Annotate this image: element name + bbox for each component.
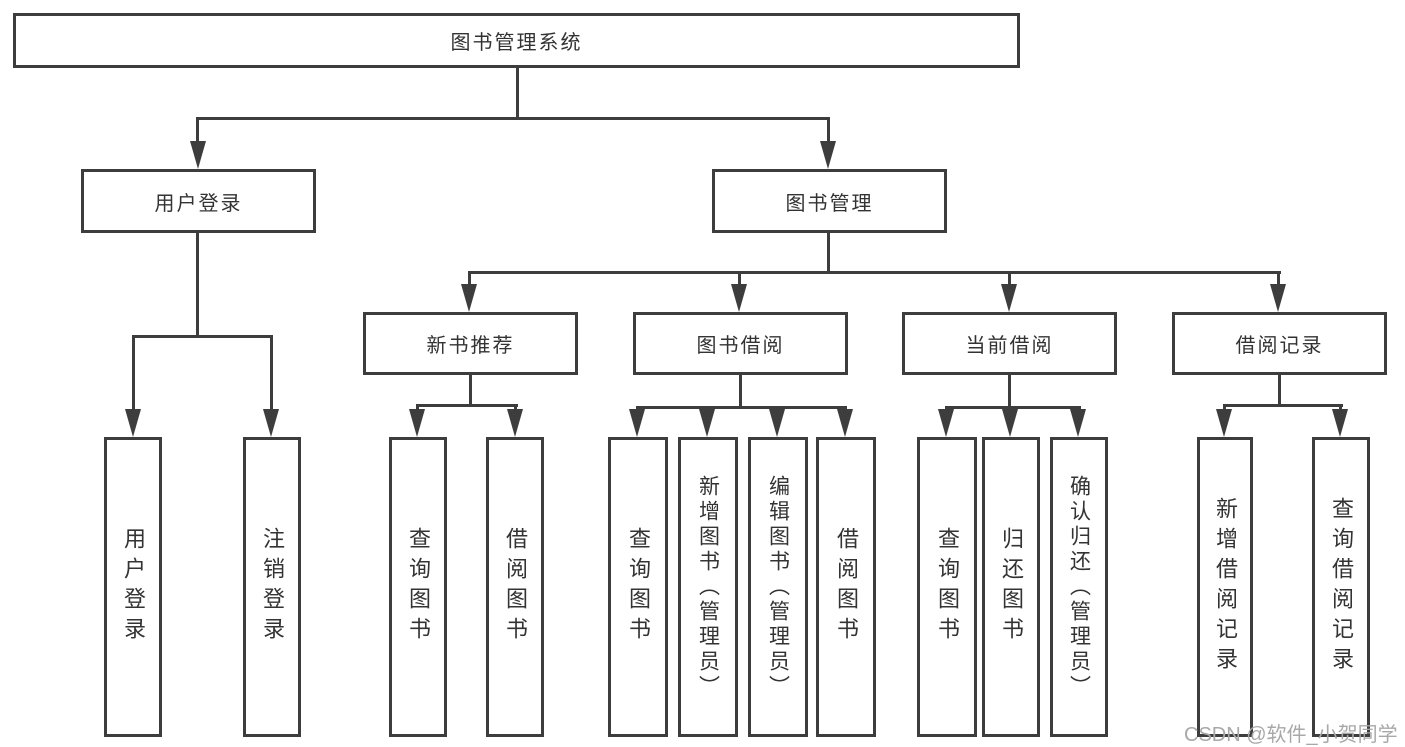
leaf-logout: 注销登录 [243, 437, 301, 737]
leaf-borrow-books-recommend: 借阅图书 [486, 437, 544, 737]
connector-line [1008, 271, 1011, 287]
connector-line [270, 335, 273, 411]
connector-line [132, 335, 273, 338]
connector-line [739, 375, 742, 406]
leaf-query-books-recommend: 查询图书 [389, 437, 447, 737]
connector-line [1008, 375, 1011, 406]
leaf-query-borrow-record: 查询借阅记录 [1312, 437, 1370, 737]
connector-line [416, 404, 518, 407]
connector-line [196, 117, 199, 145]
arrow-down-icon [1332, 409, 1348, 437]
connector-line [468, 271, 1281, 274]
arrow-down-icon [1216, 409, 1232, 437]
connector-line [1278, 375, 1281, 404]
connector-line [132, 335, 135, 411]
arrow-down-icon [837, 409, 853, 437]
connector-line [827, 117, 830, 145]
leaf-user-login: 用户登录 [104, 437, 162, 737]
arrow-down-icon [769, 409, 785, 437]
arrow-down-icon [731, 284, 747, 312]
connector-line [1223, 404, 1343, 407]
connector-line [1277, 271, 1280, 287]
node-book-management: 图书管理 [712, 169, 947, 233]
node-book-borrowing: 图书借阅 [633, 312, 848, 375]
leaf-query-books-current: 查询图书 [917, 437, 977, 737]
leaf-borrow-books-borrowing: 借阅图书 [816, 437, 876, 737]
arrow-down-icon [461, 284, 477, 312]
connector-line [468, 271, 471, 287]
connector-line [196, 117, 830, 120]
connector-line [738, 271, 741, 287]
connector-line [516, 68, 519, 118]
node-system-root: 图书管理系统 [13, 13, 1020, 68]
arrow-down-icon [699, 409, 715, 437]
leaf-confirm-return-admin: 确认归还（管理员） [1050, 437, 1108, 737]
arrow-down-icon [409, 409, 425, 437]
arrow-down-icon [629, 409, 645, 437]
arrow-down-icon [263, 409, 279, 437]
arrow-down-icon [507, 409, 523, 437]
connector-line [636, 406, 847, 409]
leaf-return-books: 归还图书 [982, 437, 1040, 737]
leaf-query-books-borrowing: 查询图书 [608, 437, 668, 737]
node-user-login: 用户登录 [81, 169, 316, 233]
arrow-down-icon [1002, 409, 1018, 437]
leaf-edit-book-admin: 编辑图书（管理员） [748, 437, 808, 737]
node-borrowing-records: 借阅记录 [1172, 312, 1387, 375]
arrow-down-icon [125, 409, 141, 437]
connector-line [196, 233, 199, 336]
arrow-down-icon [820, 141, 836, 169]
arrow-down-icon [938, 409, 954, 437]
arrow-down-icon [1270, 284, 1286, 312]
arrow-down-icon [1070, 409, 1086, 437]
leaf-add-book-admin: 新增图书（管理员） [678, 437, 738, 737]
connector-line [945, 406, 1081, 409]
node-current-borrowing: 当前借阅 [902, 312, 1117, 375]
node-new-book-recommend: 新书推荐 [363, 312, 578, 375]
csdn-watermark: CSDN @软件_小贺同学 [1184, 724, 1398, 746]
leaf-add-borrow-record: 新增借阅记录 [1197, 437, 1253, 737]
arrow-down-icon [190, 141, 206, 169]
connector-line [469, 375, 472, 406]
connector-line [827, 233, 830, 272]
arrow-down-icon [1001, 284, 1017, 312]
